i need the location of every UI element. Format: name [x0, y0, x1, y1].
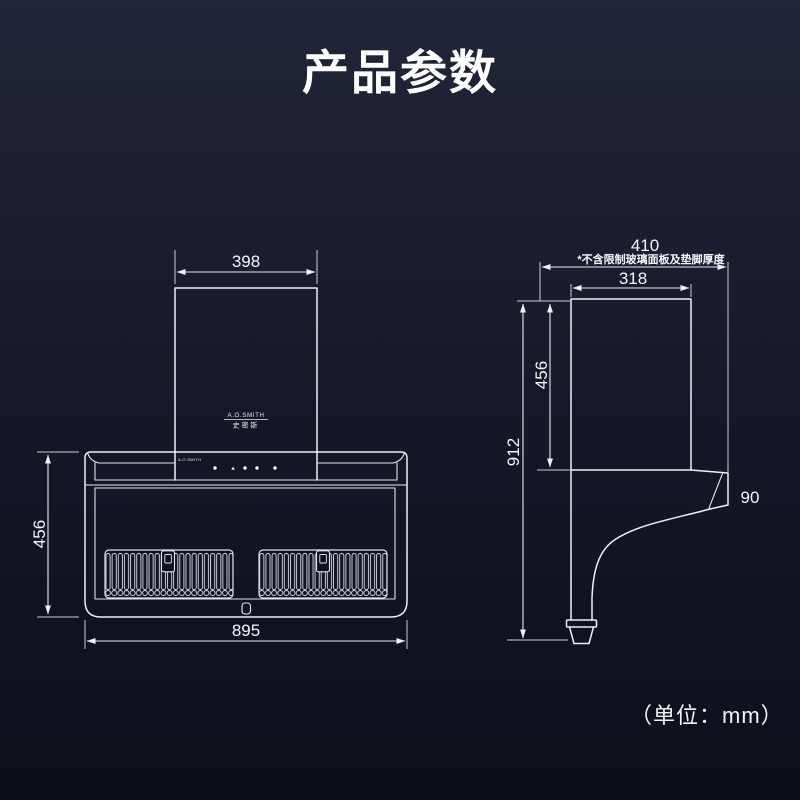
dim-body-height: 456: [30, 520, 49, 548]
side-dimensions: 410 *不含限制玻璃面板及垫脚厚度 318 456 912 90: [504, 236, 760, 641]
front-dimensions: 398 456 895: [30, 250, 408, 649]
panel-logo-text: A.O.SMITH: [178, 457, 201, 462]
brand-logo: A.O.SMITH 史密斯: [224, 412, 268, 430]
control-dot-icon: [213, 466, 217, 470]
dim-total-width: 895: [232, 621, 260, 640]
band-left-wing: [87, 453, 176, 464]
dim-chimney-height: 456: [532, 361, 551, 389]
depth-note: *不含限制玻璃面板及垫脚厚度: [577, 252, 725, 266]
side-duct-outline: [690, 469, 729, 510]
filter-handle: [315, 550, 331, 573]
side-body-curve: [591, 508, 711, 621]
front-view-drawing: A.O.SMITH 史密斯 A.O.SMITH: [30, 250, 408, 649]
side-foot: [565, 619, 598, 645]
front-inner-panel: [94, 487, 396, 600]
dim-chimney-depth: 318: [619, 269, 647, 288]
control-dot-icon: [255, 466, 259, 470]
grease-filter-left: [104, 549, 234, 599]
control-triangle-icon: [231, 466, 235, 470]
front-chimney-outline: [174, 287, 318, 481]
touch-control-buttons: [213, 466, 277, 470]
side-view-drawing: 410 *不含限制玻璃面板及垫脚厚度 318 456 912 90: [504, 236, 760, 645]
filter-handle-inner: [164, 554, 172, 564]
dim-duct-height: 90: [741, 488, 760, 507]
control-dot-icon: [243, 466, 247, 470]
brand-logo-text-cn: 史密斯: [233, 421, 259, 430]
band-right-wing: [316, 453, 405, 464]
grease-filter-right: [258, 549, 388, 599]
filter-handle: [160, 550, 176, 573]
dim-chimney-width: 398: [232, 252, 260, 271]
side-chimney-outline: [570, 298, 692, 621]
front-body-outline: [84, 451, 408, 618]
page-title: 产品参数: [302, 46, 498, 99]
dim-total-height: 912: [504, 438, 523, 466]
unit-label: （单位：mm）: [630, 703, 784, 728]
filter-handle-inner: [319, 554, 327, 564]
bottom-light: [241, 602, 252, 615]
dim-total-depth: 410: [631, 236, 659, 255]
side-duct-fold: [708, 472, 724, 509]
band-wing-edges: [94, 462, 398, 481]
control-dot-icon: [273, 466, 277, 470]
brand-logo-text-en: A.O.SMITH: [227, 412, 264, 419]
